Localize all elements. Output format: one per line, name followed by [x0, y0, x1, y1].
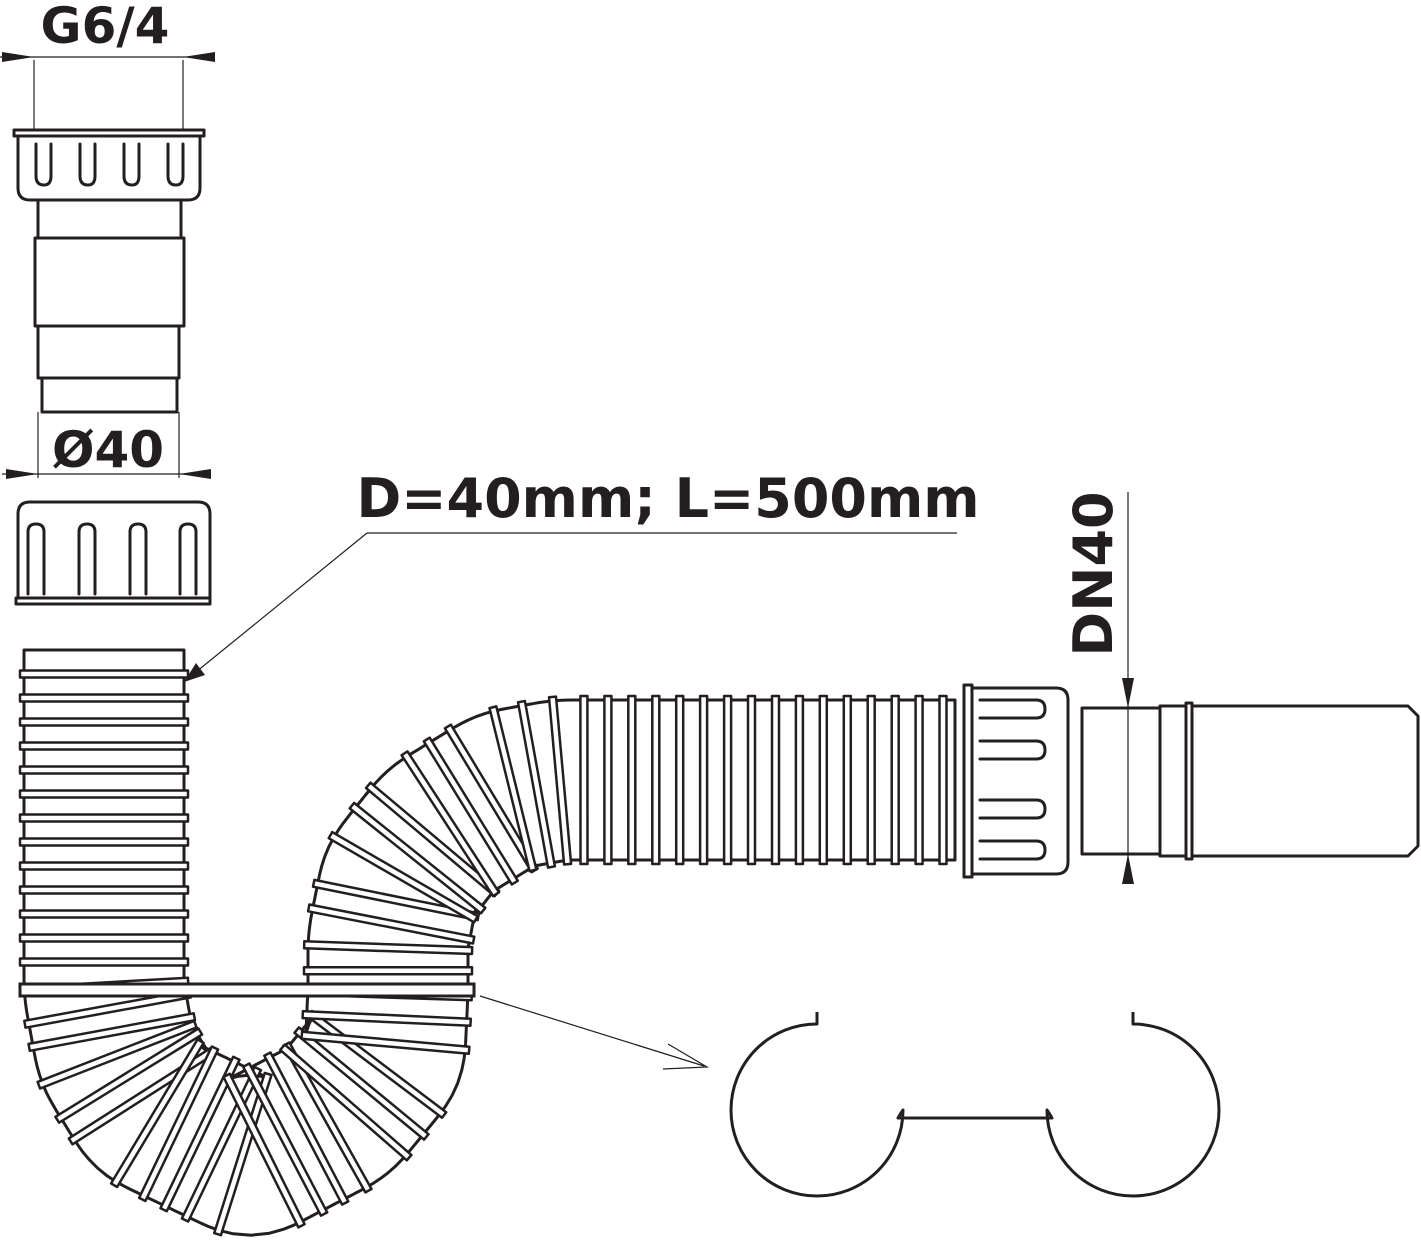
hose-rib-48 [603, 694, 613, 866]
hose-rib-19 [109, 1038, 205, 1189]
outlet-nut [962, 683, 1070, 879]
hose-rib-17 [54, 1027, 204, 1124]
hose-rib-34 [302, 965, 474, 976]
dimension-thread-size: G6/4 [0, 0, 215, 130]
hose-spec-callout: D=40mm; L=500mm [184, 467, 980, 682]
corrugated-hose [18, 648, 957, 1237]
dimension-inlet-diameter: Ø40 [2, 412, 211, 479]
hose-rib-57 [818, 694, 829, 866]
hose-rib-4 [18, 765, 190, 775]
clip-icon [729, 1012, 1221, 1198]
hose-rib-61 [914, 694, 924, 866]
hose-rib-2 [18, 717, 190, 727]
top-nut [12, 128, 206, 202]
hose-rib-36 [306, 903, 476, 945]
hose-rib-5 [18, 789, 190, 799]
hose-rib-11 [18, 933, 190, 943]
hose-rib-56 [794, 694, 805, 866]
hose-rib-24 [222, 1072, 306, 1229]
thread-size-label: G6/4 [41, 0, 170, 55]
hose-rib-41 [400, 750, 501, 898]
clip-leader-line [479, 995, 705, 1067]
hose-rib-10 [18, 909, 190, 919]
hose-rib-15 [27, 1012, 197, 1053]
hose-rib-47 [579, 694, 589, 866]
hose-rib-51 [674, 694, 685, 866]
hose-rib-31 [300, 1030, 471, 1056]
hose-rib-32 [301, 1009, 473, 1028]
dimension-arrow-right [179, 469, 211, 479]
hose-rib-25 [241, 1062, 329, 1217]
hose-rib-49 [627, 694, 637, 866]
hose-rib-7 [18, 837, 190, 847]
hose-rib-60 [890, 694, 900, 866]
hose-rib-44 [488, 705, 538, 873]
hose-rib-9 [18, 885, 190, 895]
hose-rib-20 [137, 1045, 220, 1203]
hose-spec-label: D=40mm; L=500mm [356, 467, 979, 530]
hose-rib-3 [18, 741, 190, 751]
hose-rib-42 [422, 736, 520, 886]
clip-leader-arrow [662, 1043, 710, 1070]
inlet-tube [33, 198, 186, 414]
hose-nut [14, 500, 212, 606]
hose-rib-54 [746, 694, 757, 866]
hose-rib-28 [278, 1043, 413, 1162]
hose-clip-bar [18, 982, 476, 998]
hose-rib-55 [770, 694, 781, 866]
hose-rib-58 [842, 694, 853, 866]
hose-rib-1 [18, 693, 190, 703]
hose-rib-35 [302, 940, 474, 956]
clip-pointer [479, 995, 710, 1070]
outlet-tailpiece [1080, 701, 1420, 861]
hose-rib-59 [866, 694, 876, 866]
hose-rib-38 [327, 830, 479, 924]
hose-rib-21 [159, 1055, 241, 1213]
hose-rib-46 [547, 695, 573, 866]
hose-rib-12 [18, 957, 190, 967]
dimension-arrow-bottom [1122, 854, 1134, 884]
dimension-arrow-left [6, 469, 38, 479]
hose-rib-6 [18, 813, 190, 823]
hose-rib-62 [938, 694, 948, 866]
hose-rib-52 [698, 694, 709, 866]
hose-rib-16 [36, 1019, 198, 1090]
leader-arrow [184, 663, 205, 682]
hose-rib-8 [18, 861, 190, 871]
dimension-arrow-left [2, 52, 34, 62]
hose-rib-26 [263, 1051, 350, 1206]
inlet-diameter-label: Ø40 [52, 421, 164, 479]
hose-rib-29 [293, 1026, 430, 1141]
dimension-arrow-top [1122, 678, 1134, 708]
hose-rib-45 [516, 699, 557, 869]
hose-rib-50 [651, 694, 661, 866]
hose-rib-0 [18, 669, 190, 679]
leader-line [195, 532, 368, 673]
dimension-arrow-right [183, 52, 215, 62]
hose-rib-39 [348, 801, 487, 915]
hose-rib-53 [722, 694, 733, 866]
outlet-size-label: DN40 [1062, 491, 1125, 656]
dimension-outlet-size: DN40 [1062, 491, 1134, 884]
hose-ribs [18, 669, 948, 1237]
